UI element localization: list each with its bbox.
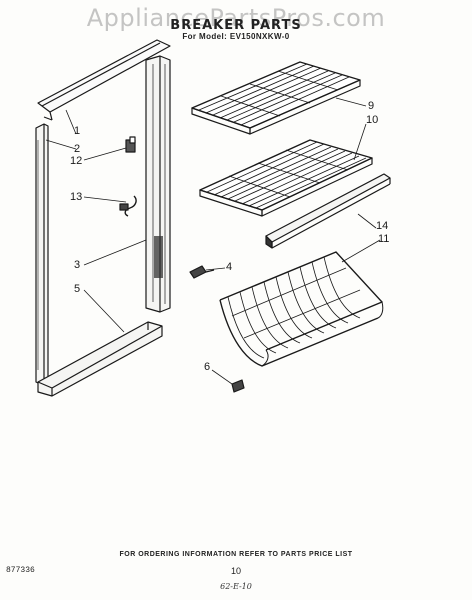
watermark: AppliancePartsPros.com [86, 4, 386, 32]
model-line: For Model: EV150NXKW-0 [182, 32, 290, 41]
part-vertical-breaker-left [35, 123, 49, 385]
callout-2: 2 [74, 143, 81, 155]
page-number: 10 [230, 566, 241, 576]
diagram-title: BREAKER PARTS [170, 18, 302, 33]
callout-1: 1 [74, 125, 81, 137]
part-lower-wire-shelf [199, 139, 373, 217]
ordering-note: FOR ORDERING INFORMATION REFER TO PARTS … [119, 551, 353, 558]
callout-11: 11 [378, 233, 390, 245]
part-top-breaker-strip [37, 39, 171, 121]
part-vertical-breaker-right [145, 55, 171, 313]
callout-9: 9 [368, 100, 375, 112]
part-upper-wire-shelf [191, 61, 361, 135]
part-screw [189, 265, 215, 279]
callout-6: 6 [204, 361, 211, 373]
callout-12: 12 [70, 155, 83, 167]
leader-lines [45, 97, 381, 385]
callout-5: 5 [74, 283, 81, 295]
part-basket-stop [231, 379, 245, 393]
part-wire-lead [119, 195, 137, 217]
callout-13: 13 [70, 191, 83, 203]
part-wire-basket [219, 251, 384, 367]
callout-4: 4 [226, 261, 233, 273]
handwritten-note: 62-E-10 [220, 582, 252, 591]
part-bottom-breaker-strip [37, 321, 163, 397]
callout-10: 10 [366, 114, 379, 126]
callout-3: 3 [74, 259, 81, 271]
part-clip [125, 136, 136, 153]
part-shelf-trim [265, 173, 391, 249]
callout-14: 14 [376, 220, 389, 232]
part-number: 877336 [6, 566, 35, 575]
